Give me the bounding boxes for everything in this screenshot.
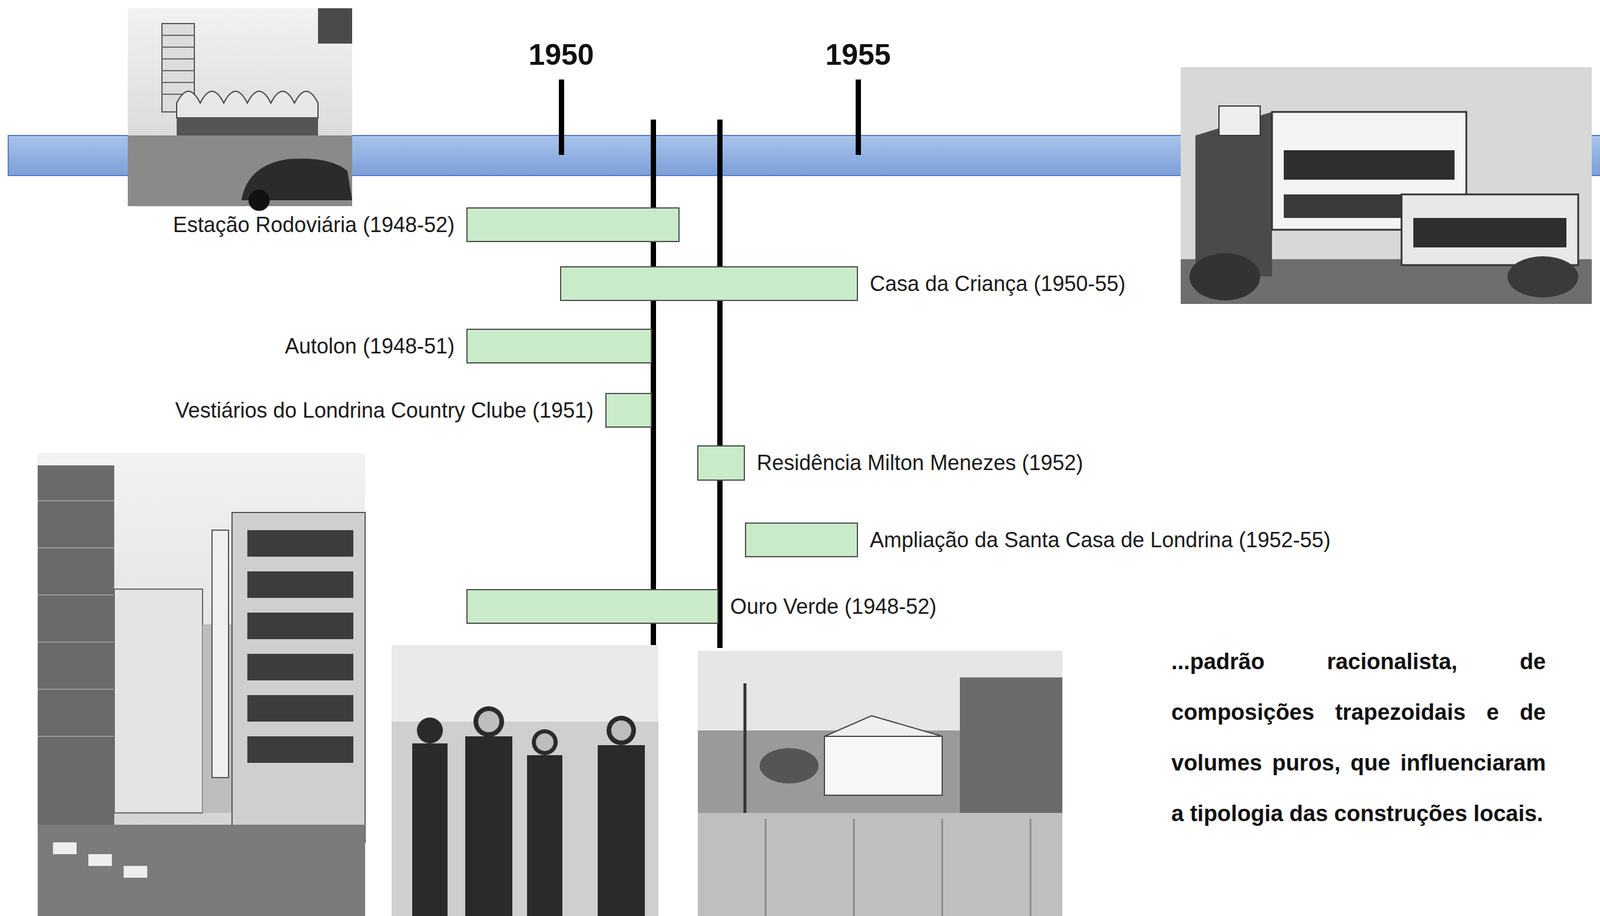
- year-tick: [558, 79, 565, 155]
- project-label: Autolon (1948-51): [285, 334, 455, 359]
- duration-bar: [466, 207, 680, 243]
- project-label: Casa da Criança (1950-55): [869, 272, 1126, 296]
- duration-bar: [466, 328, 652, 364]
- year-label: 1950: [528, 40, 594, 70]
- duration-bar: [466, 588, 719, 624]
- project-label: Ouro Verde (1948-52): [730, 594, 937, 619]
- duration-bar: [605, 392, 652, 428]
- photo-casa-da-crianca: [1180, 67, 1592, 304]
- duration-bar: [744, 522, 859, 558]
- reference-line: [650, 119, 657, 648]
- duration-bar: [560, 266, 859, 301]
- project-label: Residência Milton Menezes (1952): [756, 451, 1083, 475]
- timeline-bar: Casa da Criança (1950-55): [560, 266, 1126, 301]
- timeline-bar: Residência Milton Menezes (1952): [697, 445, 1083, 481]
- photo-street-buildings: [37, 452, 366, 916]
- timeline-bar: Autolon (1948-51): [285, 328, 652, 364]
- photo-residence: [697, 650, 1063, 916]
- duration-bar: [697, 445, 745, 481]
- photo-bus-station: [127, 8, 353, 211]
- project-label: Vestiários do Londrina Country Clube (19…: [175, 398, 594, 423]
- reference-line: [717, 119, 723, 648]
- timeline-bar: Estação Rodoviária (1948-52): [173, 207, 680, 243]
- timeline-bar: Ampliação da Santa Casa de Londrina (195…: [744, 522, 1331, 558]
- year-tick: [855, 79, 861, 155]
- project-label: Estação Rodoviária (1948-52): [173, 213, 455, 237]
- note-text: ...padrão racionalista, de composições t…: [1171, 635, 1546, 839]
- photo-people: [391, 644, 659, 916]
- timeline-bar: Ouro Verde (1948-52): [466, 588, 937, 624]
- project-label: Ampliação da Santa Casa de Londrina (195…: [869, 528, 1331, 552]
- year-label: 1955: [825, 40, 891, 70]
- timeline-bar: Vestiários do Londrina Country Clube (19…: [175, 392, 652, 428]
